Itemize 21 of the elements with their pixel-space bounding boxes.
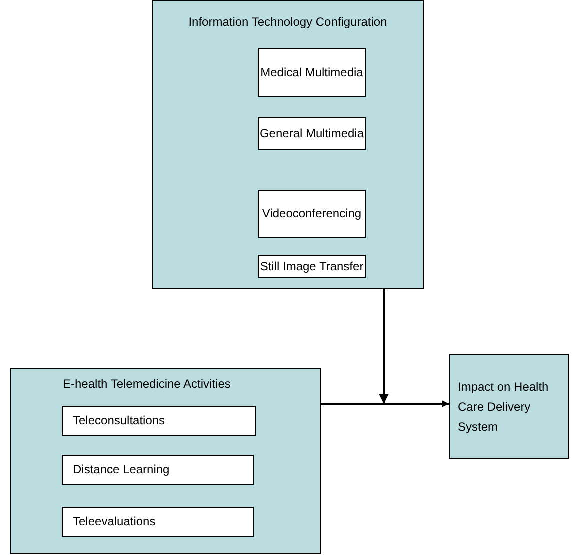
item-box: [258, 255, 366, 278]
group-box: [10, 368, 321, 554]
box-label: General Multimedia: [259, 126, 365, 141]
box-label: Teleevaluations: [73, 514, 157, 530]
item-box: [258, 190, 366, 238]
arrow: [321, 400, 449, 408]
item-box: [62, 406, 256, 436]
group-box: [449, 354, 569, 459]
item-box: [62, 507, 254, 537]
box-label: Medical Multimedia: [260, 65, 364, 80]
box-label: Information Technology Configuration: [188, 15, 388, 30]
box-label: Teleconsultations: [73, 414, 166, 428]
box-label: Distance Learning: [73, 462, 171, 478]
box-label: Videoconferencing: [261, 206, 363, 222]
box-label: E-health Telemedicine Activities: [63, 377, 231, 392]
item-box: [62, 455, 254, 485]
box-label: Impact on Health Care Delivery System: [458, 379, 550, 436]
box-label: Still Image Transfer: [259, 259, 365, 274]
group-box: [152, 0, 424, 289]
item-box: [258, 117, 366, 150]
item-box: [258, 48, 366, 97]
